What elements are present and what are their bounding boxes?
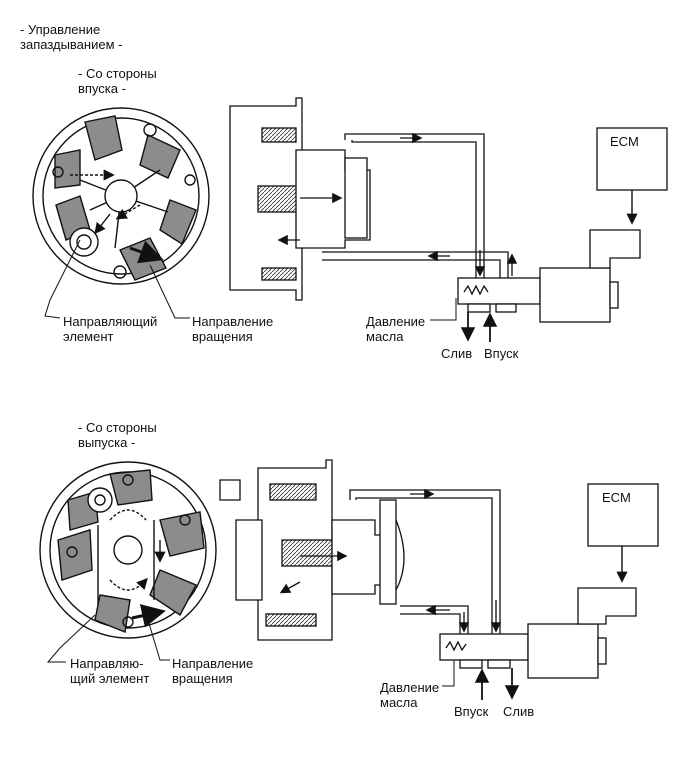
- exhaust-oil-lines: [349, 488, 502, 634]
- exhaust-rotation-leader: [147, 619, 170, 661]
- intake-guide-label: Направляющий элемент: [63, 314, 158, 344]
- diagram-title: - Управление запаздыванием -: [20, 22, 123, 52]
- intake-rotation-label: Направление вращения: [192, 314, 274, 344]
- intake-inlet-label: Впуск: [484, 346, 519, 361]
- exhaust-side-label: - Со стороны выпуска -: [78, 420, 157, 450]
- intake-oil-control-valve: [457, 229, 641, 323]
- exhaust-rotor: [39, 461, 217, 639]
- exhaust-inlet-label: Впуск: [454, 704, 489, 719]
- exhaust-ecm-box: ECM: [587, 483, 659, 583]
- exhaust-cam-section: [219, 459, 405, 641]
- exhaust-oil-pressure-label: Давление масла: [380, 680, 440, 710]
- intake-rotor: [32, 107, 210, 285]
- exhaust-oil-pressure-leader: [442, 660, 455, 687]
- intake-ecm-box: ECM: [596, 127, 668, 225]
- exhaust-guide-leader: [46, 614, 96, 663]
- exhaust-rotation-label: Направление вращения: [172, 656, 254, 686]
- intake-rotation-leader: [149, 264, 190, 319]
- intake-oil-pressure-label: Давление масла: [366, 314, 426, 344]
- intake-guide-leader: [44, 239, 81, 319]
- exhaust-oil-control-valve: [439, 587, 637, 679]
- intake-ecm-label: ECM: [610, 134, 639, 149]
- intake-side-label: - Со стороны впуска -: [78, 66, 157, 96]
- exhaust-ecm-label: ECM: [602, 490, 631, 505]
- exhaust-drain-label: Слив: [503, 704, 535, 719]
- intake-oil-lines: [322, 132, 518, 278]
- intake-cam-section: [229, 97, 371, 301]
- intake-oil-pressure-leader: [430, 298, 457, 321]
- exhaust-guide-label: Направляю- щий элемент: [70, 656, 150, 686]
- intake-drain-label: Слив: [441, 346, 473, 361]
